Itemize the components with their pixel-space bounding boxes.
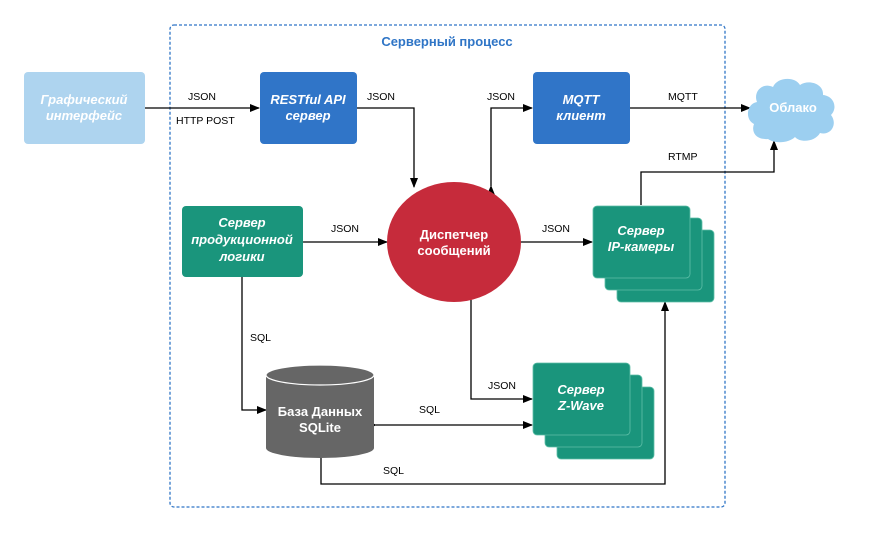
edge-rest-dispatcher: [357, 107, 418, 188]
node-mqtt-label: клиент: [556, 108, 606, 123]
node-gui[interactable]: Графический интерфейс: [24, 72, 145, 144]
node-db-label: SQLite: [299, 420, 341, 435]
cloud-icon: [747, 78, 835, 143]
node-ip-camera-server[interactable]: Сервер IP-камеры: [592, 205, 715, 303]
node-rest-label: RESTful API: [270, 92, 346, 107]
edge-label-sql: SQL: [250, 332, 271, 344]
node-mqtt-client[interactable]: MQTT клиент: [533, 72, 630, 144]
node-dispatcher-label: Диспетчер: [420, 227, 489, 242]
edge-rules-db: [238, 268, 267, 414]
node-message-dispatcher[interactable]: Диспетчер сообщений: [387, 182, 521, 302]
node-db-label: База Данных: [278, 404, 363, 419]
edge-label-json: JSON: [487, 91, 515, 103]
node-cloud-label: Облако: [769, 100, 817, 115]
edge-label-json: JSON: [367, 91, 395, 103]
edge-label-sql: SQL: [383, 465, 404, 477]
node-mqtt-label: MQTT: [563, 92, 601, 107]
node-ipcam-label: IP-камеры: [608, 239, 674, 254]
edge-label-json: JSON: [488, 380, 516, 392]
node-zwave-label: Сервер: [557, 382, 604, 397]
node-ipcam-label: Сервер: [617, 223, 664, 238]
node-rest-label: сервер: [285, 108, 330, 123]
node-dispatcher-label: сообщений: [417, 243, 490, 258]
node-gui-label: интерфейс: [46, 108, 123, 123]
node-rules-label: Сервер: [218, 215, 265, 230]
node-gui-label: Графический: [41, 92, 128, 107]
edge-label-rtmp: RTMP: [668, 151, 698, 163]
edge-label-json: JSON: [542, 223, 570, 235]
node-zwave-label: Z-Wave: [557, 398, 604, 413]
edge-label-json: JSON: [331, 223, 359, 235]
server-process-group: [169, 24, 726, 508]
node-zwave-server[interactable]: Сервер Z-Wave: [532, 362, 655, 460]
node-restful-api-server[interactable]: RESTful API сервер: [260, 72, 357, 144]
node-rules-server[interactable]: Сервер продукционной логики: [182, 206, 303, 277]
node-rules-label: продукционной: [191, 232, 293, 247]
database-icon: [266, 365, 374, 458]
edge-dispatcher-mqtt: [487, 104, 533, 195]
node-rules-label: логики: [218, 249, 264, 264]
node-database-sqlite[interactable]: База Данных SQLite: [265, 364, 375, 458]
edge-db-ipcam: [317, 301, 669, 485]
edge-ipcam-cloud: [640, 140, 778, 205]
edge-label-http-post: HTTP POST: [176, 115, 235, 127]
edge-label-json: JSON: [188, 91, 216, 103]
group-title: Серверный процесс: [381, 34, 512, 49]
edge-label-sql: SQL: [419, 404, 440, 416]
node-cloud[interactable]: Облако: [747, 78, 835, 143]
edge-label-mqtt: MQTT: [668, 91, 698, 103]
